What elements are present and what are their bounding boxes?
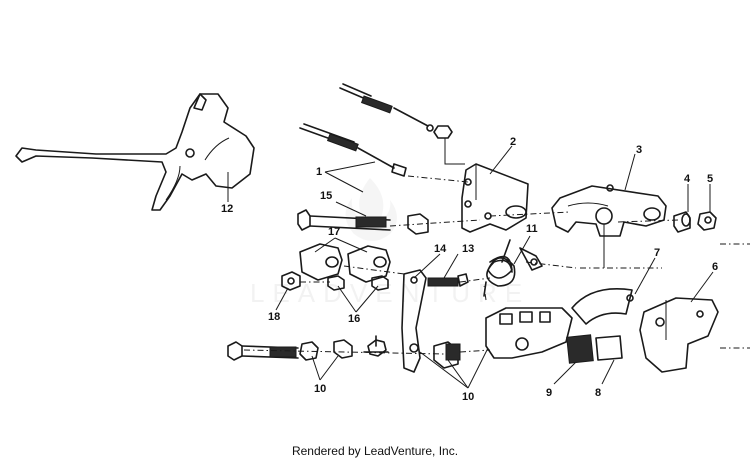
callout-12: 12 xyxy=(221,203,233,215)
callout-3: 3 xyxy=(636,144,642,156)
callout-1: 1 xyxy=(316,166,322,178)
callout-14: 14 xyxy=(434,243,447,255)
part-5-nut xyxy=(697,211,717,231)
callout-numbers: 1 2 3 4 5 6 7 8 9 10 10 11 12 13 14 15 1… xyxy=(221,136,718,403)
callout-5: 5 xyxy=(707,173,713,185)
part-12-brake-lever xyxy=(15,93,255,211)
callout-10-left: 10 xyxy=(314,383,326,395)
part-18-nut xyxy=(281,271,301,291)
callout-9: 9 xyxy=(546,387,552,399)
part-1-brake-cables xyxy=(299,83,465,177)
callout-17: 17 xyxy=(328,226,340,238)
callout-6: 6 xyxy=(712,261,718,273)
part-14-actuating-arm xyxy=(401,269,427,373)
part-16-spacers xyxy=(327,213,429,291)
part-17-bushings xyxy=(299,243,391,283)
part-10-hardware xyxy=(227,335,461,369)
part-7-brake-pad xyxy=(571,288,634,325)
callout-7: 7 xyxy=(654,247,660,259)
part-15-bolt xyxy=(297,209,391,231)
callout-15: 15 xyxy=(320,190,332,202)
part-4-spacer xyxy=(673,211,691,233)
callout-10-right: 10 xyxy=(462,391,474,403)
callout-leaders xyxy=(275,145,714,389)
watermark-text: LEADVENTURE xyxy=(250,278,530,308)
callout-4: 4 xyxy=(684,173,691,185)
part-6-backing-plate xyxy=(639,297,719,373)
callout-11: 11 xyxy=(526,223,538,235)
part-13-screw xyxy=(427,273,469,287)
assembly-center-lines xyxy=(243,175,750,355)
callout-8: 8 xyxy=(595,387,601,399)
callout-13: 13 xyxy=(462,243,474,255)
part-8-pad-plate xyxy=(595,335,623,361)
callout-16: 16 xyxy=(348,313,360,325)
part-3-caliper-housing xyxy=(551,184,667,268)
part-9-friction-pad xyxy=(566,334,594,364)
footer-credit: Rendered by LeadVenture, Inc. xyxy=(291,444,459,458)
caliper-body xyxy=(485,307,573,359)
callout-18: 18 xyxy=(268,311,280,323)
part-2-mounting-bracket xyxy=(461,163,529,233)
callout-2: 2 xyxy=(510,136,516,148)
